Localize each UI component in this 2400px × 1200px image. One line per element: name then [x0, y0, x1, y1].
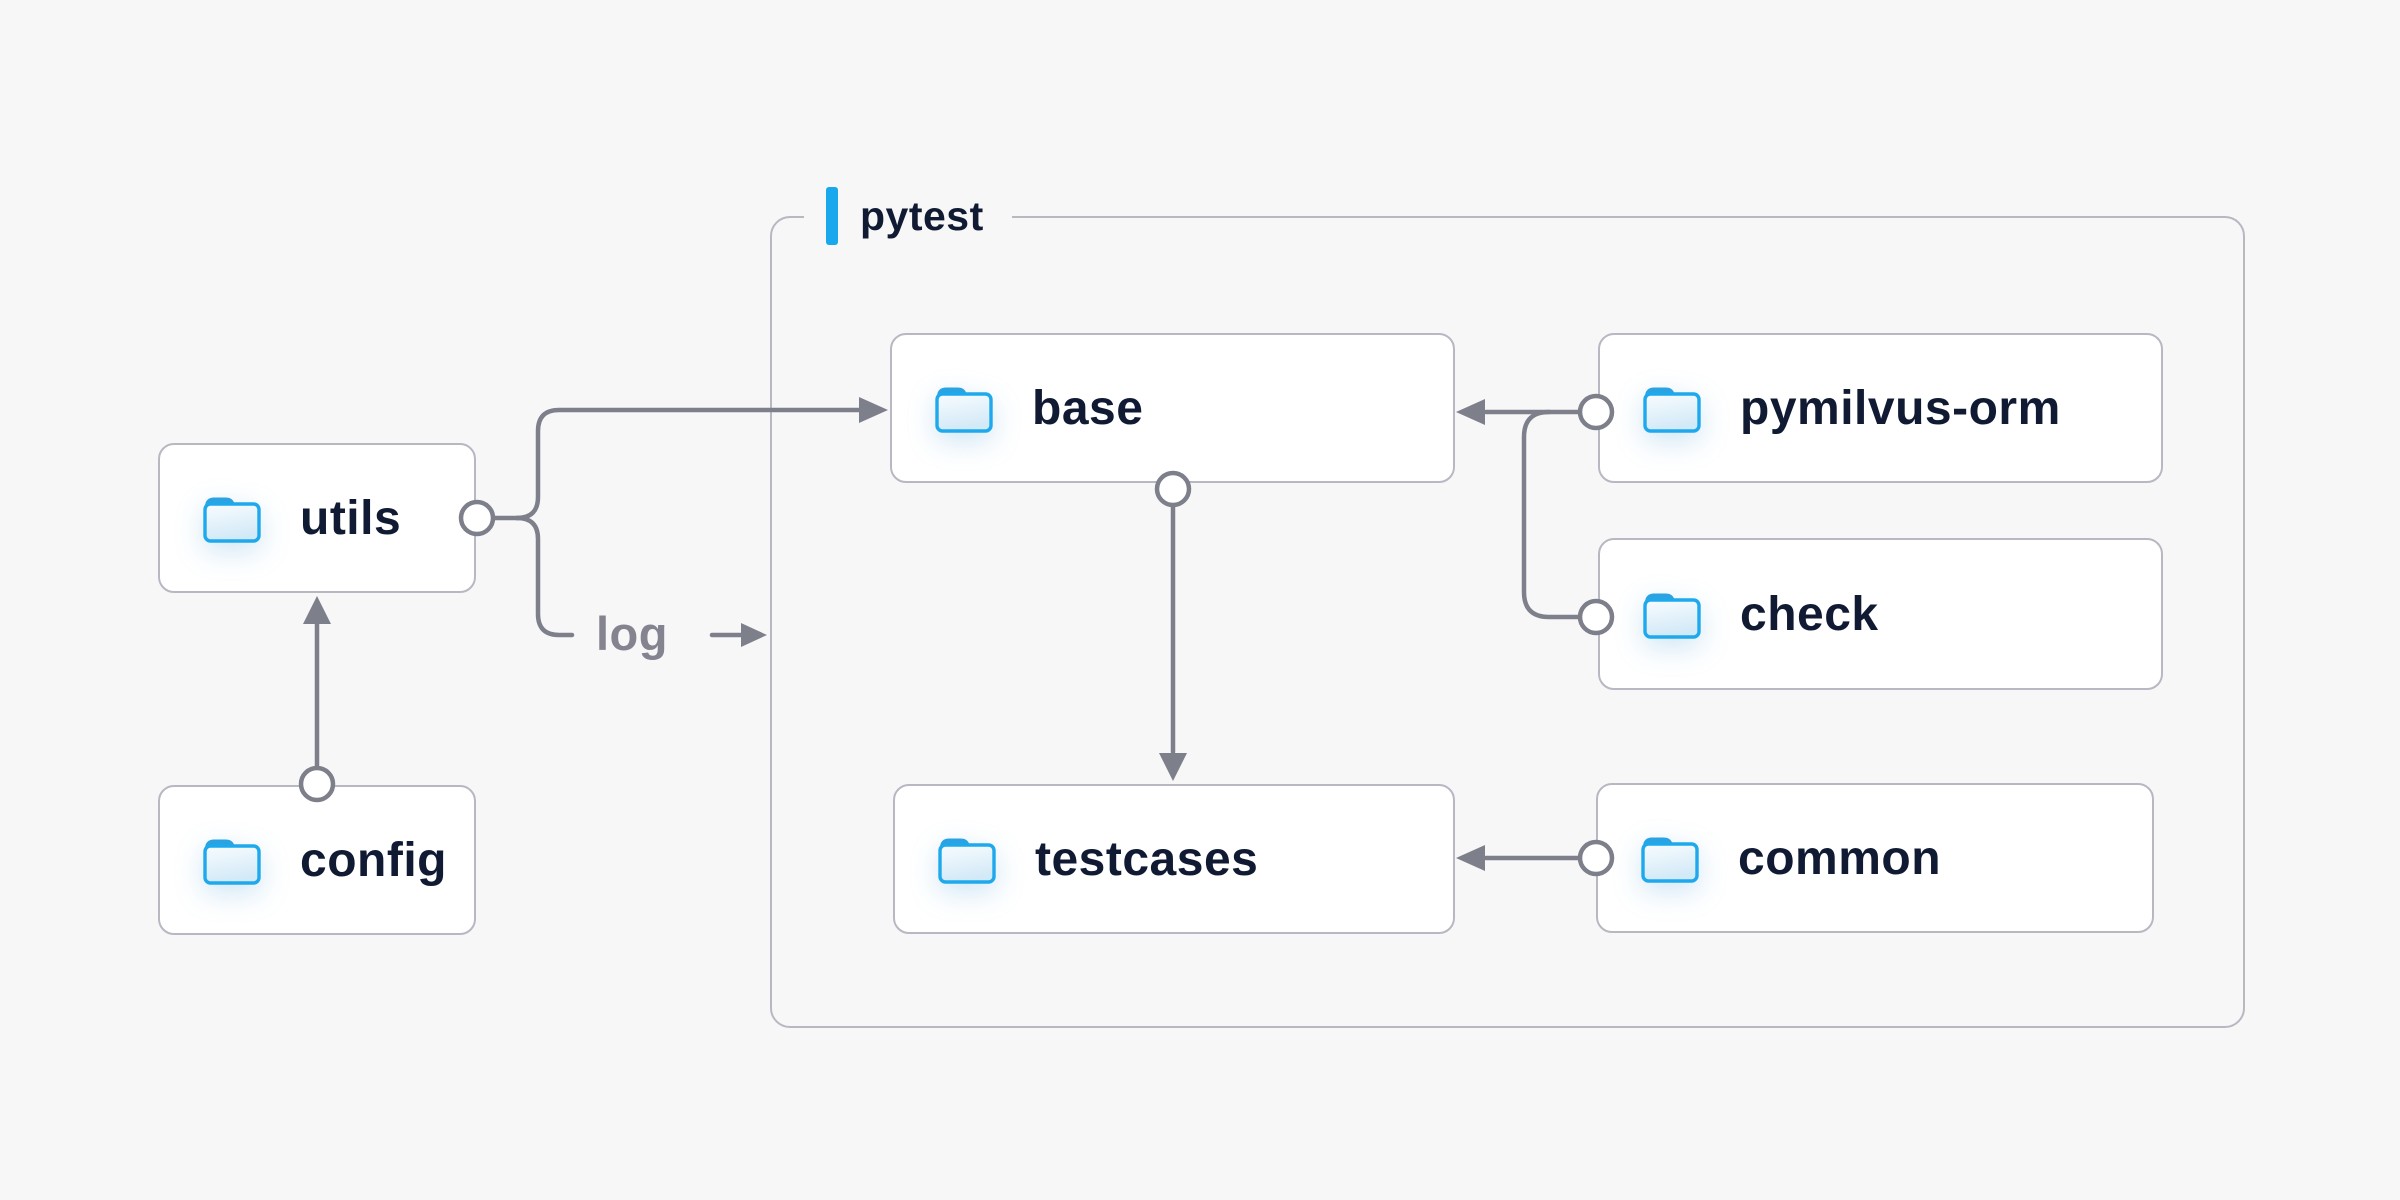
- edge-label-log: log: [596, 607, 668, 660]
- arrowhead-up-icon: [303, 596, 331, 624]
- folder-icon: [1638, 830, 1702, 886]
- folder-icon: [935, 831, 999, 887]
- node-label: utils: [300, 491, 402, 545]
- pytest-group-title: pytest: [860, 192, 984, 239]
- node-testcases: testcases: [893, 784, 1455, 934]
- pytest-group-label: pytest: [804, 186, 1012, 246]
- node-label: base: [1032, 381, 1144, 435]
- node-label: check: [1740, 587, 1879, 641]
- node-pymilvus-orm: pymilvus-orm: [1598, 333, 2163, 483]
- accent-bar-icon: [826, 187, 838, 245]
- node-label: config: [300, 833, 447, 887]
- node-check: check: [1598, 538, 2163, 690]
- folder-icon: [932, 380, 996, 436]
- node-label: testcases: [1035, 832, 1259, 886]
- node-label: common: [1738, 831, 1942, 885]
- node-utils: utils: [158, 443, 476, 593]
- folder-icon: [200, 490, 264, 546]
- node-label: pymilvus-orm: [1740, 381, 2061, 435]
- folder-icon: [1640, 586, 1704, 642]
- node-base: base: [890, 333, 1455, 483]
- pytest-group-container: [770, 216, 2245, 1028]
- node-config: config: [158, 785, 476, 935]
- folder-icon: [1640, 380, 1704, 436]
- arrowhead-right-icon: [741, 623, 767, 647]
- folder-icon: [200, 832, 264, 888]
- edge-utils-log: [514, 515, 575, 638]
- node-common: common: [1596, 783, 2154, 933]
